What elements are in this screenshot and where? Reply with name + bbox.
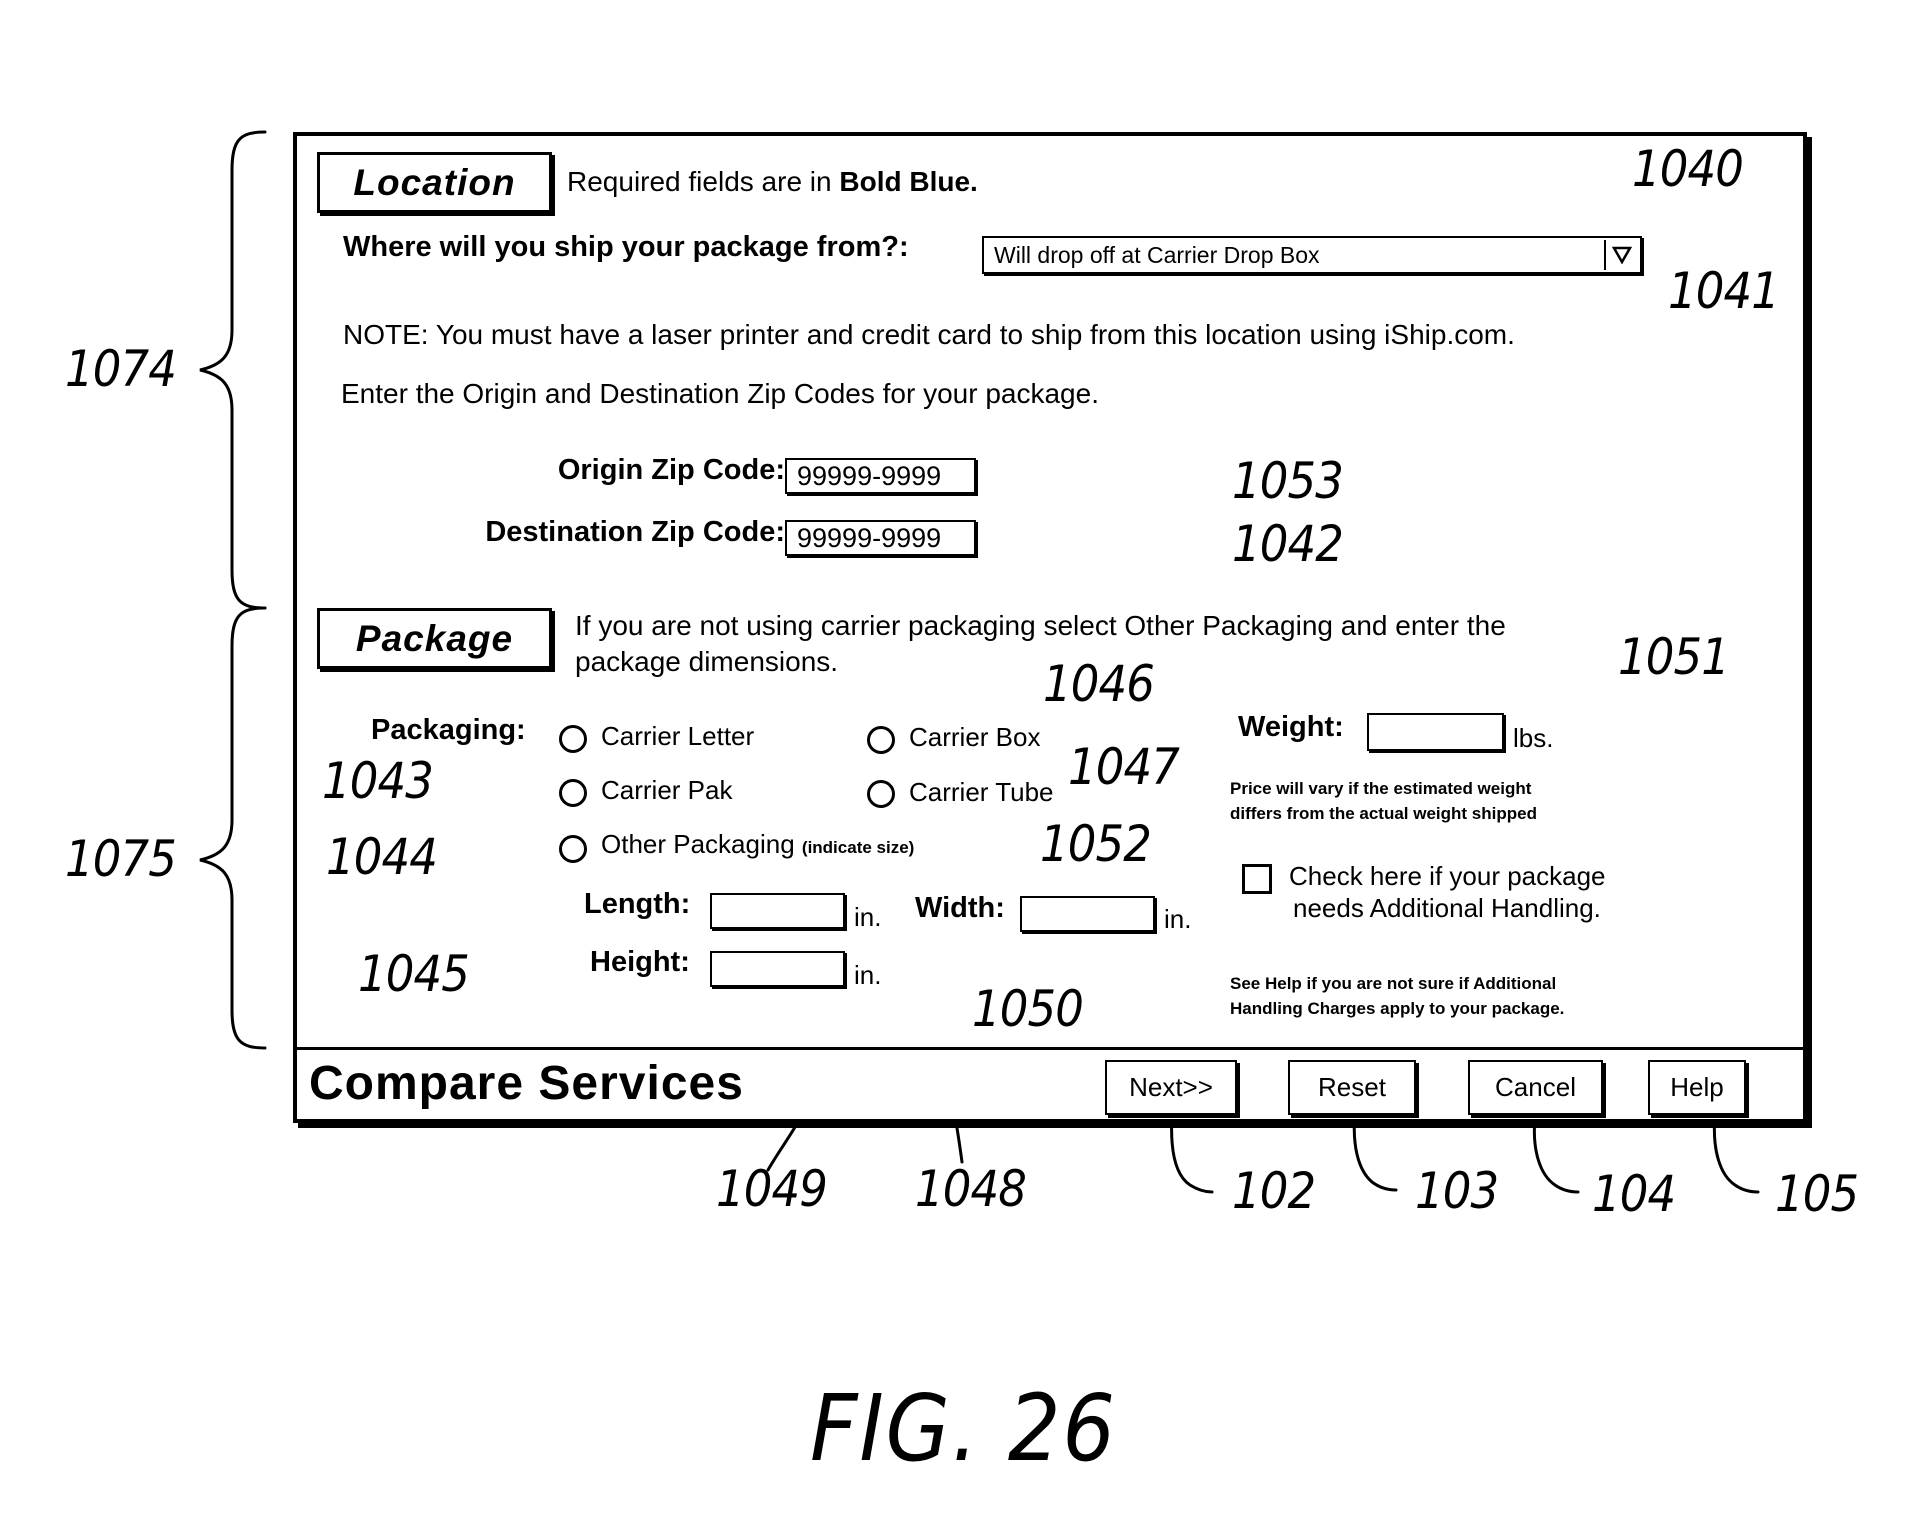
next-button[interactable]: Next>> xyxy=(1105,1060,1237,1115)
width-label: Width: xyxy=(915,892,1005,925)
destination-zip-label: Destination Zip Code: xyxy=(485,516,785,549)
brace-1074 xyxy=(200,132,265,608)
ref-1040: 1040 xyxy=(1632,140,1743,198)
height-label: Height: xyxy=(590,946,690,979)
ship-from-select[interactable]: Will drop off at Carrier Drop Box xyxy=(982,236,1642,274)
ref-1042: 1042 xyxy=(1232,515,1343,573)
handling-line2: needs Additional Handling. xyxy=(1289,892,1606,924)
destination-zip-input[interactable]: 99999-9999 xyxy=(785,520,976,556)
ref-103: 103 xyxy=(1415,1162,1498,1220)
help-note-line2: Handling Charges apply to your package. xyxy=(1230,996,1564,1021)
ship-from-selected-value: Will drop off at Carrier Drop Box xyxy=(994,242,1320,269)
required-fields-note: Required fields are in Bold Blue. xyxy=(567,166,978,198)
radio-carrier-box[interactable] xyxy=(867,726,895,754)
brace-1075 xyxy=(200,608,265,1048)
carrier-pak-label: Carrier Pak xyxy=(601,775,732,806)
weight-note-line1: Price will vary if the estimated weight xyxy=(1230,776,1537,801)
location-section-label: Location xyxy=(317,152,552,213)
triangle-down-icon[interactable] xyxy=(1604,240,1638,270)
height-input[interactable] xyxy=(710,951,845,987)
location-label-text: Location xyxy=(353,162,515,204)
checkbox-empty-icon[interactable] xyxy=(1242,864,1272,894)
radio-other-packaging[interactable] xyxy=(559,835,587,863)
ship-from-label: Where will you ship your package from?: xyxy=(343,231,909,264)
zip-instructions: Enter the Origin and Destination Zip Cod… xyxy=(341,378,1099,410)
leader-105 xyxy=(1714,1115,1758,1192)
additional-handling-label: Check here if your package needs Additio… xyxy=(1289,860,1606,924)
handling-line1: Check here if your package xyxy=(1289,860,1606,892)
printer-note: NOTE: You must have a laser printer and … xyxy=(343,319,1515,351)
ref-1052: 1052 xyxy=(1040,815,1151,873)
ref-1053: 1053 xyxy=(1232,452,1343,510)
handling-help-note: See Help if you are not sure if Addition… xyxy=(1230,971,1564,1021)
ref-1047: 1047 xyxy=(1068,738,1179,796)
footer-divider xyxy=(297,1047,1803,1050)
height-unit: in. xyxy=(854,960,881,991)
ref-1046: 1046 xyxy=(1043,655,1154,713)
length-unit: in. xyxy=(854,902,881,933)
weight-note: Price will vary if the estimated weight … xyxy=(1230,776,1537,826)
width-input[interactable] xyxy=(1020,896,1155,932)
ref-1074: 1074 xyxy=(65,340,176,398)
other-packaging-hint: (indicate size) xyxy=(802,838,914,857)
carrier-letter-label: Carrier Letter xyxy=(601,721,754,752)
reset-button[interactable]: Reset xyxy=(1288,1060,1416,1115)
length-label: Length: xyxy=(584,888,690,921)
weight-unit: lbs. xyxy=(1513,723,1553,754)
weight-input[interactable] xyxy=(1367,713,1504,751)
weight-label: Weight: xyxy=(1238,711,1344,744)
ref-1043: 1043 xyxy=(322,752,433,810)
ref-1051: 1051 xyxy=(1618,628,1729,686)
package-instructions: If you are not using carrier packaging s… xyxy=(575,608,1506,680)
ref-104: 104 xyxy=(1592,1165,1675,1223)
required-note-text: Required fields are in xyxy=(567,166,832,197)
other-packaging-text: Other Packaging xyxy=(601,829,795,859)
packaging-label: Packaging: xyxy=(371,714,526,747)
ref-1044: 1044 xyxy=(326,828,437,886)
help-note-line1: See Help if you are not sure if Addition… xyxy=(1230,971,1564,996)
leader-103 xyxy=(1354,1112,1396,1190)
ref-105: 105 xyxy=(1775,1165,1858,1223)
width-unit: in. xyxy=(1164,904,1191,935)
radio-carrier-letter[interactable] xyxy=(559,725,587,753)
package-instructions-line1: If you are not using carrier packaging s… xyxy=(575,608,1506,644)
origin-zip-input[interactable]: 99999-9999 xyxy=(785,458,976,494)
weight-note-line2: differs from the actual weight shipped xyxy=(1230,801,1537,826)
ref-102: 102 xyxy=(1232,1162,1315,1220)
carrier-tube-label: Carrier Tube xyxy=(909,777,1054,808)
carrier-box-label: Carrier Box xyxy=(909,722,1040,753)
leader-102 xyxy=(1172,1115,1212,1192)
ref-1050: 1050 xyxy=(972,980,1083,1038)
ship-form-window: Location Required fields are in Bold Blu… xyxy=(293,132,1807,1123)
other-packaging-label: Other Packaging (indicate size) xyxy=(601,829,914,860)
origin-zip-label: Origin Zip Code: xyxy=(558,454,785,487)
package-instructions-line2: package dimensions. xyxy=(575,644,1506,680)
figure-caption: FIG. 26 xyxy=(810,1375,1117,1482)
package-section-label: Package xyxy=(317,608,552,669)
compare-services-title: Compare Services xyxy=(309,1056,744,1111)
ref-1049: 1049 xyxy=(716,1160,827,1218)
ref-1041: 1041 xyxy=(1668,262,1779,320)
length-input[interactable] xyxy=(710,893,845,929)
package-label-text: Package xyxy=(356,618,513,660)
help-button[interactable]: Help xyxy=(1648,1060,1746,1115)
ref-1075: 1075 xyxy=(65,830,176,888)
radio-carrier-tube[interactable] xyxy=(867,780,895,808)
cancel-button[interactable]: Cancel xyxy=(1468,1060,1603,1115)
radio-carrier-pak[interactable] xyxy=(559,779,587,807)
ref-1045: 1045 xyxy=(358,945,469,1003)
leader-104 xyxy=(1534,1118,1578,1192)
ref-1048: 1048 xyxy=(915,1160,1026,1218)
required-emphasis-text: Bold Blue. xyxy=(839,166,977,197)
